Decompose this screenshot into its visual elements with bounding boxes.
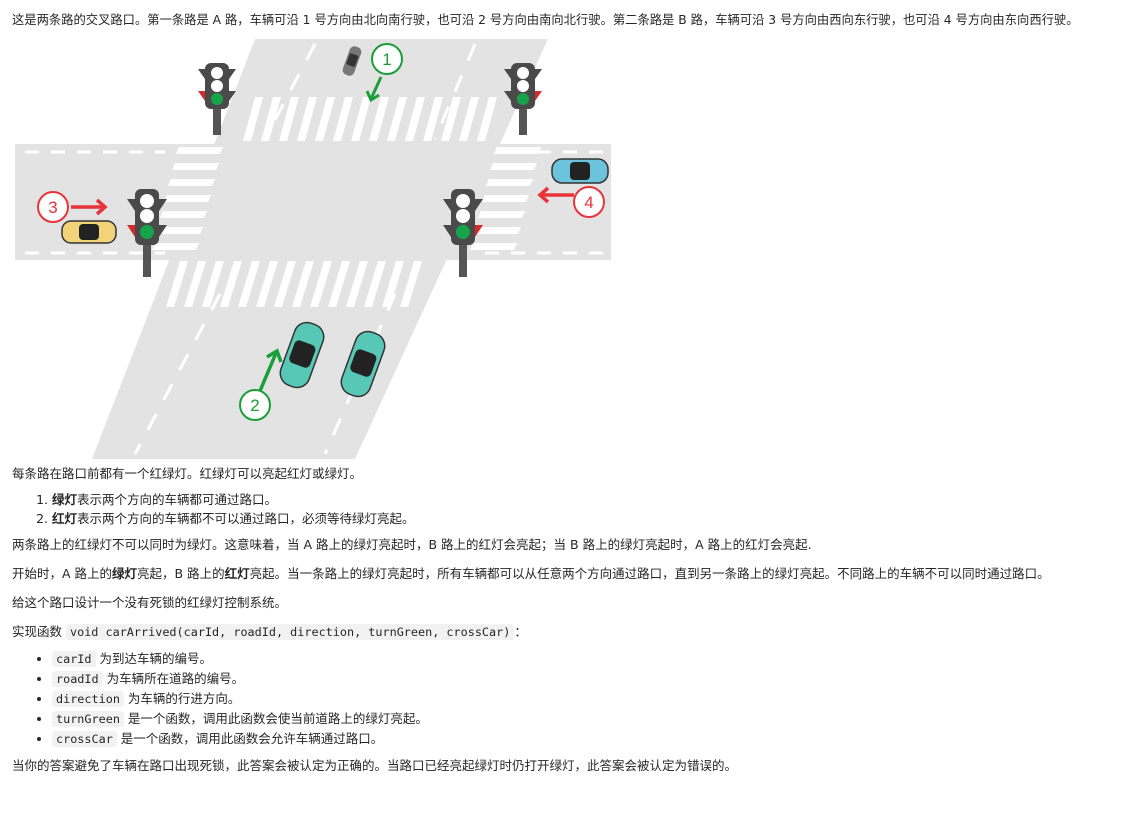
intersection-figure: 1 2 3 4 — [15, 39, 625, 459]
car-blue — [551, 158, 609, 184]
function-signature: void carArrived(carId, roadId, direction… — [65, 624, 515, 640]
problem-description: 这是两条路的交叉路口。第一条路是 A 路，车辆可沿 1 号方向由北向南行驶，也可… — [0, 0, 1144, 776]
param-code: direction — [52, 691, 124, 707]
paragraph-initial-state: 开始时，A 路上的绿灯亮起，B 路上的红灯亮起。当一条路上的绿灯亮起时，所有车辆… — [12, 563, 1132, 584]
marker-1-label: 1 — [382, 50, 391, 69]
param-text: 为车辆所在道路的编号。 — [102, 671, 245, 686]
marker-4-label: 4 — [584, 193, 593, 212]
param-item-crosscar: crossCar 是一个函数，调用此函数会允许车辆通过路口。 — [52, 729, 1132, 749]
car-teal-2 — [340, 330, 386, 398]
crosswalk-south — [166, 261, 422, 307]
param-text: 为到达车辆的编号。 — [95, 651, 212, 666]
param-item-direction: direction 为车辆的行进方向。 — [52, 689, 1132, 709]
text-span: ： — [514, 624, 527, 639]
paragraph-lights: 每条路在路口前都有一个红绿灯。红绿灯可以亮起红灯或绿灯。 — [12, 466, 363, 481]
car-teal-1 — [279, 321, 325, 389]
list-item-green: 绿灯表示两个方向的车辆都可通过路口。 — [52, 490, 1132, 509]
list-item-bold: 绿灯 — [52, 492, 78, 507]
intro-paragraph: 这是两条路的交叉路口。第一条路是 A 路，车辆可沿 1 号方向由北向南行驶，也可… — [12, 13, 1079, 27]
list-item-text: 表示两个方向的车辆都可通过路口。 — [77, 492, 278, 507]
param-text: 是一个函数，调用此函数会使当前道路上的绿灯亮起。 — [123, 711, 428, 726]
paragraph-exclusive: 两条路上的红绿灯不可以同时为绿灯。这意味着，当 A 路上的绿灯亮起时，B 路上的… — [12, 537, 812, 552]
text-span: 实现函数 — [12, 624, 66, 639]
car-yellow — [61, 220, 117, 244]
parameter-list: carId 为到达车辆的编号。 roadId 为车辆所在道路的编号。 direc… — [12, 649, 1132, 749]
crosswalk-west — [152, 147, 223, 250]
param-item-carid: carId 为到达车辆的编号。 — [52, 649, 1132, 669]
list-item-text: 表示两个方向的车辆都不可以通过路口，必须等待绿灯亮起。 — [77, 511, 415, 526]
direction-arrow-3 — [71, 198, 108, 216]
text-span: 开始时，A 路上的 — [12, 566, 113, 581]
text-span: 亮起。当一条路上的绿灯亮起时，所有车辆都可以从任意两个方向通过路口，直到另一条路… — [249, 566, 1050, 581]
road-a — [92, 39, 548, 459]
direction-arrow-1 — [365, 76, 383, 103]
car-gray — [342, 46, 362, 76]
marker-2: 2 — [239, 389, 271, 421]
crosswalk-north — [243, 97, 497, 141]
param-text: 是一个函数，调用此函数会允许车辆通过路口。 — [116, 731, 384, 746]
list-item-red: 红灯表示两个方向的车辆都不可以通过路口，必须等待绿灯亮起。 — [52, 509, 1132, 528]
marker-2-label: 2 — [250, 396, 259, 415]
param-item-roadid: roadId 为车辆所在道路的编号。 — [52, 669, 1132, 689]
traffic-light-north-east — [504, 63, 542, 135]
traffic-light-north-west — [198, 63, 236, 135]
marker-1: 1 — [371, 43, 403, 75]
traffic-light-west — [127, 189, 167, 277]
paragraph-function: 实现函数 void carArrived(carId, roadId, dire… — [12, 621, 1132, 643]
param-code: carId — [52, 651, 96, 667]
marker-3: 3 — [37, 191, 69, 223]
paragraph-task: 给这个路口设计一个没有死锁的红绿灯控制系统。 — [12, 595, 288, 610]
marker-4: 4 — [573, 186, 605, 218]
param-item-turngreen: turnGreen 是一个函数，调用此函数会使当前道路上的绿灯亮起。 — [52, 709, 1132, 729]
list-item-bold: 红灯 — [52, 511, 78, 526]
text-span: 亮起，B 路上的 — [137, 566, 225, 581]
param-code: turnGreen — [52, 711, 124, 727]
paragraph-correctness: 当你的答案避免了车辆在路口出现死锁，此答案会被认定为正确的。当路口已经亮起绿灯时… — [12, 758, 738, 773]
bold-red: 红灯 — [224, 566, 250, 581]
param-code: crossCar — [52, 731, 117, 747]
traffic-light-east — [443, 189, 483, 277]
crosswalk-east — [470, 147, 541, 250]
param-code: roadId — [52, 671, 103, 687]
light-meaning-list: 绿灯表示两个方向的车辆都可通过路口。 红灯表示两个方向的车辆都不可以通过路口，必… — [12, 490, 1132, 528]
bold-green: 绿灯 — [112, 566, 138, 581]
direction-arrow-2 — [258, 348, 283, 392]
direction-arrow-4 — [537, 186, 574, 204]
param-text: 为车辆的行进方向。 — [123, 691, 241, 706]
marker-3-label: 3 — [48, 198, 57, 217]
